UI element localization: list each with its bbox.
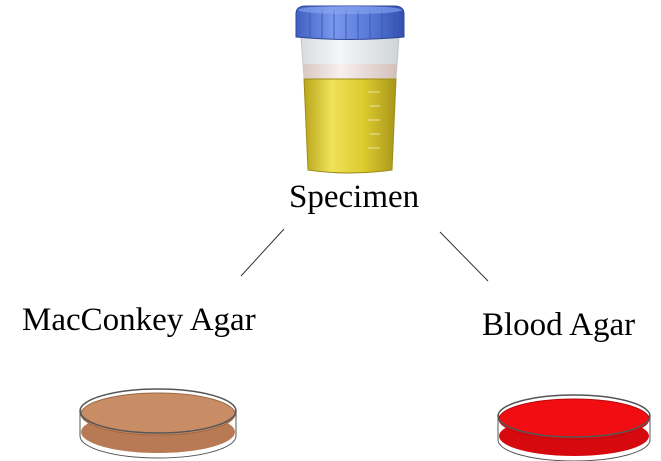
specimen-label: Specimen xyxy=(289,181,419,214)
macconkey-agar-plate-icon xyxy=(80,389,236,458)
specimen-cup-icon xyxy=(296,6,404,173)
blood-agar-plate-icon xyxy=(498,395,650,461)
connector-line-left xyxy=(241,229,284,276)
macconkey-agar-label: MacConkey Agar xyxy=(22,304,256,337)
blood-agar-label: Blood Agar xyxy=(482,309,635,342)
connector-line-right xyxy=(440,232,488,281)
